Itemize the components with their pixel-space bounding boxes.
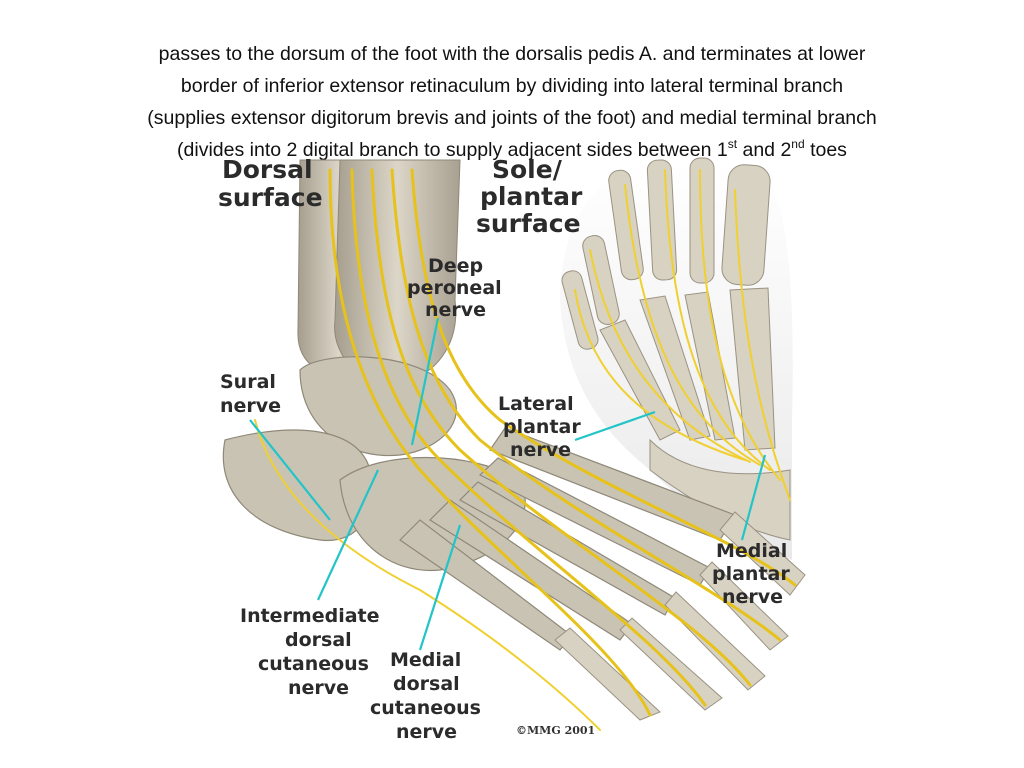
dorsal-view: [222, 159, 806, 731]
label-dorsal-line2: surface: [218, 183, 323, 212]
leader-medial-dorsal: [418, 524, 462, 651]
label-medial-dorsal-line3: cutaneous: [370, 697, 481, 719]
copyright-mark: ©MMG 2001: [516, 724, 595, 737]
dorsal-nerve-3: [370, 168, 752, 687]
label-intermediate-line4: nerve: [288, 677, 349, 699]
caption-line-3: (supplies extensor digitorum brevis and …: [147, 107, 877, 129]
plantar-nerve-5: [589, 249, 751, 463]
label-dorsal-line1: Dorsal: [222, 155, 313, 184]
label-medial-plantar-line3: nerve: [722, 586, 783, 608]
sural-nerve-path: [254, 419, 601, 731]
dorsal-nerve-4: [390, 168, 782, 642]
leader-medial-plantar: [740, 454, 767, 541]
label-medial-dorsal-line1: Medial: [390, 649, 461, 671]
label-deep-line2: peroneal: [407, 277, 502, 299]
label-intermediate-line3: cutaneous: [258, 653, 369, 675]
label-sural-line2: nerve: [220, 395, 281, 417]
label-medial-dorsal-line4: nerve: [396, 721, 457, 743]
label-sole-line1: Sole/: [492, 155, 563, 184]
leader-sural: [249, 419, 331, 521]
label-lateral-line1: Lateral: [498, 393, 574, 415]
plantar-nerve-medial-1: [734, 189, 791, 501]
dorsal-nerve-2: [350, 168, 707, 707]
label-sole-line2: plantar: [480, 182, 583, 211]
deep-peroneal-nerve-path: [410, 168, 797, 587]
label-lateral-line2: plantar: [503, 416, 581, 438]
leader-lateral-plantar: [574, 410, 656, 442]
plantar-tarsals: [649, 438, 791, 541]
plantar-nerve-6: [574, 289, 746, 461]
caption-line-4: (divides into 2 digital branch to supply…: [40, 134, 984, 166]
caption-line-4-c: toes: [804, 139, 847, 161]
plantar-metatarsal-5: [599, 319, 681, 441]
label-medial-plantar-line2: plantar: [712, 563, 790, 585]
caption-sup-nd: nd: [791, 137, 805, 151]
plantar-nerve-2: [699, 169, 781, 481]
leader-lines: [249, 317, 767, 651]
caption: passes to the dorsum of the foot with th…: [40, 38, 984, 166]
label-intermediate-line2: dorsal: [285, 629, 352, 651]
dorsal-toe-3: [664, 591, 766, 691]
caption-line-2: border of inferior extensor retinaculum …: [180, 75, 844, 97]
plantar-big-toe: [721, 164, 771, 286]
plantar-view: [560, 157, 793, 560]
caption-sup-st: st: [727, 137, 738, 151]
label-deep-line3: nerve: [425, 299, 486, 321]
caption-line-1: passes to the dorsum of the foot with th…: [158, 43, 866, 65]
label-sole-line3: surface: [476, 209, 581, 238]
label-medial-plantar-line1: Medial: [716, 540, 787, 562]
dorsal-toe-5: [554, 627, 661, 721]
plantar-nerve-3: [664, 169, 771, 471]
caption-line-4-a: (divides into 2 digital branch to supply…: [177, 139, 728, 161]
plantar-nerve-4: [624, 184, 761, 466]
caption-line-4-b: and 2: [737, 139, 792, 161]
leader-deep-peroneal: [410, 317, 440, 446]
label-sural-line1: Sural: [220, 371, 276, 393]
label-lateral-line3: nerve: [510, 439, 571, 461]
plantar-toe-4: [646, 159, 678, 281]
dorsal-big-toe: [719, 511, 806, 596]
label-intermediate-line1: Intermediate: [240, 605, 380, 627]
label-medial-dorsal-line2: dorsal: [393, 673, 460, 695]
label-deep-line1: Deep: [428, 255, 483, 277]
dorsal-nerve-1: [328, 168, 652, 717]
leader-intermediate-dorsal: [317, 469, 379, 601]
